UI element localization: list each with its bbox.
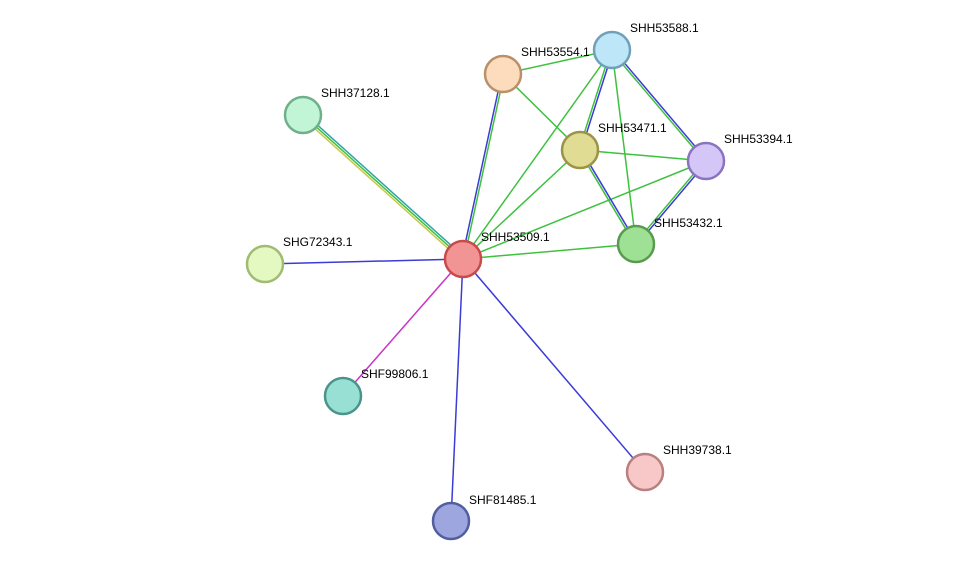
edge-shh53588-1-shh53394-1 <box>610 48 708 163</box>
edge-line <box>612 48 708 161</box>
edge-line <box>579 149 707 162</box>
node-label-shh53432-1: SHH53432.1 <box>654 216 723 230</box>
node-label-shh53509-1: SHH53509.1 <box>481 230 550 244</box>
edge-line <box>463 74 505 260</box>
edge-shh53509-1-shh53394-1 <box>462 160 707 260</box>
edge-shh53588-1-shh53432-1 <box>611 49 637 245</box>
edge-shh53471-1-shh53394-1 <box>579 149 707 162</box>
node-shh53588-1[interactable] <box>592 30 632 70</box>
node-label-shh53554-1: SHH53554.1 <box>521 45 590 59</box>
node-label-shf99806-1: SHF99806.1 <box>361 367 429 381</box>
node-label-shh53471-1: SHH53471.1 <box>598 121 667 135</box>
node-shh53509-1[interactable] <box>443 239 483 279</box>
node-shg72343-1[interactable] <box>245 244 285 284</box>
node-label-shf81485-1: SHF81485.1 <box>469 493 537 507</box>
edge-line <box>462 160 707 260</box>
edge-shh53509-1-shf99806-1 <box>342 258 464 397</box>
node-shf99806-1[interactable] <box>323 376 363 416</box>
node-label-shg72343-1: SHG72343.1 <box>283 235 353 249</box>
node-shh53394-1[interactable] <box>686 141 726 181</box>
edge-shh53509-1-shh53588-1 <box>462 49 613 260</box>
edge-line <box>462 149 581 260</box>
node-shf81485-1[interactable] <box>431 501 471 541</box>
node-shh37128-1[interactable] <box>283 95 323 135</box>
edge-line <box>302 114 464 260</box>
edge-line <box>461 73 503 259</box>
edge-line <box>610 50 706 163</box>
edge-shh53509-1-shg72343-1 <box>264 258 464 265</box>
edge-shh53509-1-shh39738-1 <box>462 258 646 473</box>
node-layer <box>245 30 726 541</box>
edge-shh53509-1-shh53471-1 <box>462 149 581 260</box>
edge-shh53509-1-shh53554-1 <box>461 73 505 260</box>
edge-line <box>301 116 463 262</box>
edge-line <box>611 49 637 245</box>
edge-shh53509-1-shf81485-1 <box>450 258 464 522</box>
edge-line <box>342 258 464 397</box>
node-label-shh39738-1: SHH39738.1 <box>663 443 732 457</box>
node-shh53554-1[interactable] <box>483 54 523 94</box>
edge-shh53509-1-shh53432-1 <box>462 243 637 260</box>
label-layer: SHH53509.1 SHH53554.1 SHH53588.1SHH37128.1… <box>283 21 793 507</box>
node-shh39738-1[interactable] <box>625 452 665 492</box>
edge-line <box>462 243 637 260</box>
edge-line <box>450 258 464 522</box>
edge-line <box>462 49 613 260</box>
node-label-shh53394-1: SHH53394.1 <box>724 132 793 146</box>
edge-line <box>462 258 646 473</box>
edge-line <box>303 112 465 258</box>
edge-line <box>264 258 464 265</box>
node-shh53471-1[interactable] <box>560 130 600 170</box>
node-label-shh37128-1: SHH37128.1 <box>321 86 390 100</box>
node-shh53432-1[interactable] <box>616 224 656 264</box>
node-label-shh53588-1: SHH53588.1 <box>630 21 699 35</box>
edge-shh53509-1-shh37128-1 <box>301 112 465 262</box>
